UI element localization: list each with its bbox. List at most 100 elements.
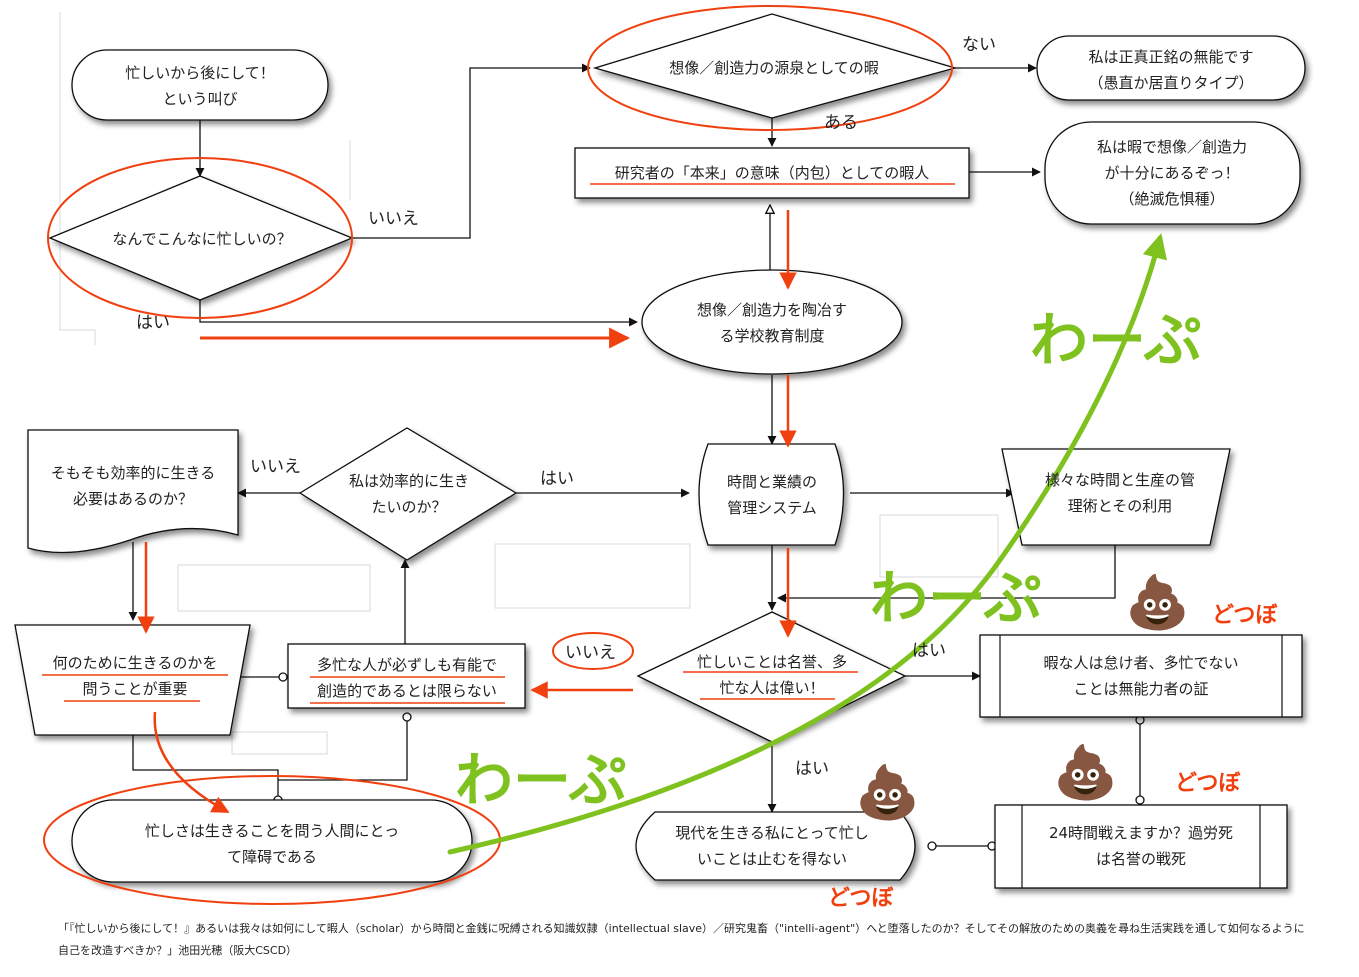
- node-busy-not-able-shape: [287, 643, 526, 709]
- background-artifacts: [59, 12, 999, 755]
- node-mgmt-shape: [698, 443, 845, 546]
- node-idle-shape: [979, 634, 1303, 718]
- node-line: 忙しさは生きることを問う人間にとっ: [145, 822, 399, 840]
- node-obstacle-shape: [71, 799, 473, 883]
- label-iie-honor: いいえ: [565, 643, 616, 663]
- node-line: 何のために生きるのかを: [53, 654, 218, 672]
- node-line: 24時間戦えますか？過労死: [1049, 824, 1233, 842]
- node-line: 創造的であるとは限らない: [317, 682, 497, 700]
- node-school: 想像／創造力を陶冶する学校教育制度: [697, 301, 847, 345]
- node-line: は名誉の戦死: [1096, 850, 1186, 868]
- label-hai-honor-right: はい: [912, 641, 946, 661]
- red-annotations: [42, 5, 955, 905]
- node-doc-need-shape: [27, 429, 239, 554]
- dotsubo-label-2: どつぼ: [1175, 771, 1241, 796]
- node-modern-shape: [635, 811, 916, 881]
- warp-label-middle: わーぷ: [870, 564, 1042, 632]
- node-line: そもそも効率的に生きる: [51, 464, 215, 482]
- node-line: たいのか？: [371, 498, 446, 516]
- node-idle: 暇な人は怠け者、多忙でないことは無能力者の証: [1043, 654, 1238, 698]
- node-line: 多忙な人が必ずしも有能で: [317, 656, 497, 674]
- node-line: 現代を生きる私にとって忙し: [675, 824, 869, 842]
- node-tech: 様々な時間と生産の管理術とその利用: [1045, 471, 1195, 515]
- node-line: 研究者の「本来」の意味（内包）としての暇人: [615, 164, 930, 182]
- dotsubo-label-1: どつぼ: [1212, 603, 1278, 628]
- red-circle-q-leisure: [587, 5, 953, 131]
- node-line: 管理システム: [727, 499, 817, 517]
- node-creative-shape: [1044, 121, 1301, 225]
- dotsubo-labels: どつぼ どつぼ どつぼ: [828, 603, 1278, 911]
- node-line: て障碍である: [227, 848, 317, 866]
- node-line: 様々な時間と生産の管: [1045, 471, 1195, 489]
- node-line: 私は正真正銘の無能です: [1088, 48, 1253, 66]
- node-line: 想像／創造力を陶冶す: [697, 301, 847, 319]
- node-honor-shape: [636, 611, 907, 743]
- label-hai-efficient: はい: [540, 469, 574, 489]
- warp-labels: わーぷ わーぷ わーぷ: [455, 306, 1202, 814]
- node-labels: 忙しいから後にして！ という叫び なんでこんなに忙しいの？ 想像／創造力の源泉とし…: [51, 48, 1254, 868]
- label-iie-busy: いいえ: [368, 209, 419, 229]
- node-line: 忙しいから後にして！: [125, 64, 275, 82]
- node-modern: 現代を生きる私にとって忙しいことは止むを得ない: [675, 824, 869, 868]
- node-line: 私は効率的に生き: [349, 472, 469, 490]
- node-start: 忙しいから後にして！ という叫び: [125, 64, 275, 108]
- poop-icon: 💩: [1053, 742, 1118, 803]
- edge-tech-to-honor: [777, 545, 1116, 603]
- caption: 「『忙しいから後にして！』あるいは我々は如何にして暇人（scholar）から時間…: [58, 922, 1305, 957]
- warp-arrow: [447, 233, 1167, 855]
- node-efficient-shape: [298, 427, 518, 561]
- node-line: という叫び: [162, 90, 237, 108]
- red-circle-iie: [552, 632, 634, 670]
- node-researcher: 研究者の「本来」の意味（内包）としての暇人: [615, 164, 930, 182]
- node-line: 理術とその利用: [1068, 497, 1173, 515]
- node-line: （愚直か居直りタイプ）: [1088, 74, 1253, 92]
- poop-icon: 💩: [855, 762, 920, 823]
- warp-label-upper: わーぷ: [1030, 306, 1202, 374]
- edge-q-busy-no: [352, 63, 591, 239]
- node-24h-shape: [994, 804, 1288, 889]
- node-obstacle: 忙しさは生きることを問う人間にとって障碍である: [145, 822, 399, 866]
- edge-labels: ない ある いいえ はい いいえ はい いいえ はい はい: [136, 35, 996, 779]
- node-busy-not-able: 多忙な人が必ずしも有能で創造的であるとは限らない: [317, 656, 497, 700]
- node-efficient: 私は効率的に生きたいのか？: [349, 472, 469, 516]
- label-aru: ある: [824, 113, 858, 133]
- warp-label-lower: わーぷ: [455, 746, 627, 814]
- node-purpose-shape: [14, 624, 251, 736]
- node-line: なんでこんなに忙しいの？: [112, 230, 291, 248]
- label-hai-honor-down: はい: [795, 759, 829, 779]
- node-q-leisure: 想像／創造力の源泉としての暇: [669, 59, 879, 77]
- poop-marks: 💩 💩 💩: [855, 572, 1190, 823]
- node-line: いことは止むを得ない: [697, 850, 847, 868]
- edge-q-busy-yes: [199, 300, 638, 327]
- node-line: 私は暇で想像／創造力: [1097, 138, 1247, 156]
- node-line: 想像／創造力の源泉としての暇: [669, 59, 879, 77]
- node-line: 忙な人は偉い！: [719, 679, 824, 697]
- node-purpose: 何のために生きるのかを問うことが重要: [53, 654, 218, 698]
- node-line: 時間と業績の: [727, 473, 817, 491]
- node-24h: 24時間戦えますか？過労死は名誉の戦死: [1049, 824, 1233, 868]
- node-q-leisure-shape: [592, 13, 958, 119]
- node-mgmt: 時間と業績の管理システム: [727, 473, 817, 517]
- node-line: 必要はあるのか？: [73, 490, 193, 508]
- node-researcher-shape: [574, 147, 970, 199]
- label-iie-efficient: いいえ: [250, 457, 301, 477]
- node-incompetent: 私は正真正銘の無能です （愚直か居直りタイプ）: [1088, 48, 1253, 92]
- red-circle-q-busy: [47, 157, 353, 319]
- edge-busy-not-able-to-obstacle: [278, 717, 408, 781]
- node-start-shape: [71, 49, 329, 121]
- edge-purpose-to-obstacle: [132, 735, 279, 800]
- node-line: （絶滅危惧種）: [1119, 190, 1224, 208]
- node-honor: 忙しいことは名誉、多忙な人は偉い！: [697, 653, 847, 697]
- node-doc-need: そもそも効率的に生きる必要はあるのか？: [51, 464, 215, 508]
- node-line: ことは無能力者の証: [1073, 680, 1208, 698]
- node-line: る学校教育制度: [719, 327, 824, 345]
- node-incompetent-shape: [1036, 35, 1306, 101]
- process-inner-lines: [999, 635, 1283, 888]
- node-school-shape: [641, 269, 903, 375]
- node-q-busy: なんでこんなに忙しいの？: [112, 230, 291, 248]
- label-hai-busy: はい: [136, 313, 170, 333]
- node-line: が十分にあるぞっ！: [1104, 164, 1239, 182]
- node-line: 忙しいことは名誉、多: [697, 653, 847, 671]
